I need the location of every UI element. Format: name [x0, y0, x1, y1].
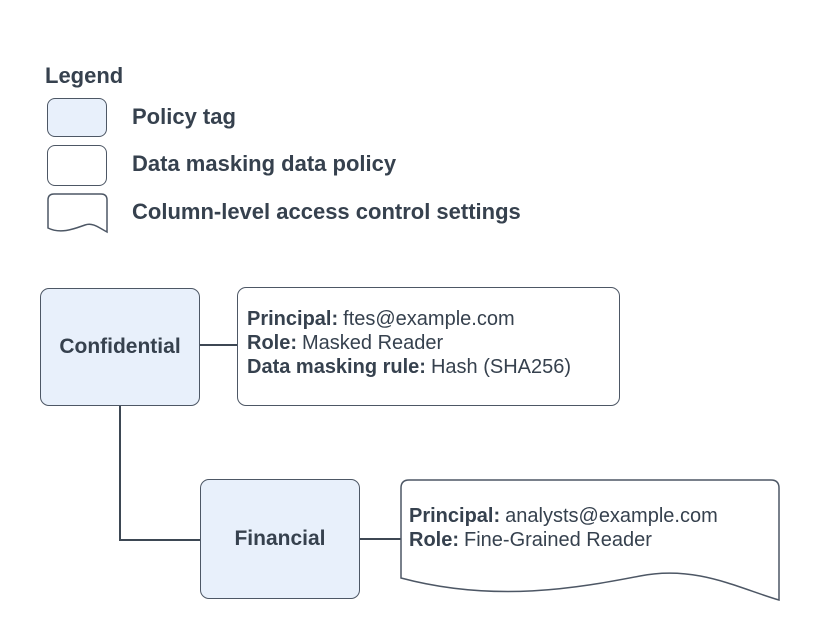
policy-tag-confidential: Confidential	[40, 288, 200, 406]
principal-label: Principal:	[409, 505, 501, 527]
connector-confidential-to-financial-horizontal	[119, 539, 200, 541]
masking-policy-role: Role:Masked Reader	[247, 331, 611, 355]
acl-role: Role:Fine-Grained Reader	[409, 528, 718, 552]
role-value: Fine-Grained Reader	[464, 529, 652, 551]
document-shape-icon	[400, 479, 780, 602]
connector-confidential-to-financial-vertical	[119, 406, 121, 540]
legend-label-data-masking-policy: Data masking data policy	[132, 151, 397, 176]
legend-label-column-acl: Column-level access control settings	[132, 199, 521, 224]
data-masking-policy-swatch	[47, 145, 107, 186]
masking-policy-rule: Data masking rule:Hash (SHA256)	[247, 355, 611, 379]
data-masking-policy-box: Principal:ftes@example.com Role:Masked R…	[237, 287, 620, 406]
principal-value: ftes@example.com	[343, 307, 515, 330]
connector-financial-to-acl-settings	[360, 538, 401, 540]
connector-confidential-to-masking-policy	[200, 344, 237, 346]
policy-tag-confidential-label: Confidential	[59, 335, 181, 358]
policy-tag-financial-label: Financial	[234, 527, 326, 550]
masking-rule-value: Hash (SHA256)	[430, 355, 572, 378]
legend-title: Legend	[45, 63, 124, 88]
principal-label: Principal:	[247, 307, 339, 330]
acl-principal: Principal:analysts@example.com	[409, 504, 718, 528]
legend-label-policy-tag: Policy tag	[132, 104, 236, 129]
principal-value: analysts@example.com	[505, 505, 718, 527]
policy-tag-swatch	[47, 98, 107, 137]
column-acl-settings-box	[400, 479, 781, 605]
role-label: Role:	[247, 331, 297, 354]
role-label: Role:	[409, 529, 459, 551]
role-value: Masked Reader	[302, 331, 444, 354]
policy-tag-financial: Financial	[200, 479, 360, 599]
masking-policy-principal: Principal:ftes@example.com	[247, 307, 611, 331]
document-shape-icon	[47, 193, 108, 234]
column-acl-settings-text: Principal:analysts@example.com Role:Fine…	[409, 504, 718, 552]
masking-rule-label: Data masking rule:	[247, 355, 426, 378]
column-acl-swatch	[47, 193, 108, 237]
